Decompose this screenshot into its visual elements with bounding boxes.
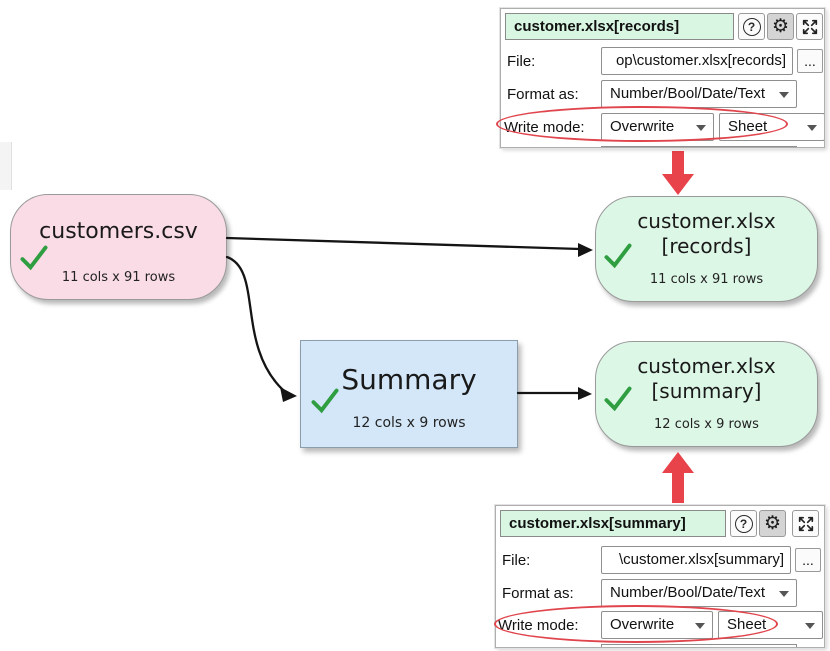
node-stats: 12 cols x 9 rows <box>352 415 466 431</box>
panel-records-output: customer.xlsx[records] ? ⚙ File: op\cust… <box>500 8 825 148</box>
file-label: File: <box>507 53 536 70</box>
write-mode-select[interactable]: Overwrite <box>601 611 713 639</box>
expand-icon <box>798 516 813 531</box>
node-customers-csv[interactable]: customers.csv 11 cols x 91 rows <box>10 194 227 300</box>
expand-button[interactable] <box>792 510 819 537</box>
node-summary-transform[interactable]: Summary 12 cols x 9 rows <box>300 340 518 448</box>
node-stats: 12 cols x 9 rows <box>654 417 759 432</box>
chevron-down-icon <box>779 591 789 597</box>
file-label: File: <box>502 552 531 569</box>
file-input[interactable]: \customer.xlsx[summary] <box>601 546 791 574</box>
help-button[interactable]: ? <box>738 13 765 40</box>
settings-button[interactable]: ⚙ <box>767 13 794 40</box>
help-icon: ? <box>734 514 753 533</box>
chevron-down-icon <box>695 623 705 629</box>
browse-button[interactable]: ... <box>795 548 821 572</box>
help-icon: ? <box>742 17 761 36</box>
node-title: customer.xlsx [summary] <box>637 354 776 403</box>
expand-button[interactable] <box>796 13 823 40</box>
write-mode-select[interactable]: Overwrite <box>601 113 714 141</box>
cropped-next-row <box>601 146 797 147</box>
format-as-select[interactable]: Number/Bool/Date/Text <box>601 80 797 108</box>
check-icon <box>604 243 632 269</box>
chevron-down-icon <box>805 623 815 629</box>
node-stats: 11 cols x 91 rows <box>649 272 764 287</box>
help-button[interactable]: ? <box>730 510 757 537</box>
format-as-label: Format as: <box>502 585 574 602</box>
expand-icon <box>802 19 817 34</box>
window-edge-fragment <box>0 142 12 190</box>
red-arrow-up-icon <box>662 452 694 503</box>
connector-source-to-summary <box>225 255 297 402</box>
write-mode-label: Write mode: <box>504 119 585 136</box>
cropped-next-row <box>601 644 797 647</box>
node-customer-xlsx-summary[interactable]: customer.xlsx [summary] 12 cols x 9 rows <box>595 341 818 447</box>
gear-icon: ⚙ <box>763 513 782 534</box>
write-mode-label: Write mode: <box>498 617 579 634</box>
panel-title: customer.xlsx[records] <box>505 13 734 40</box>
connector-source-to-records <box>225 236 593 257</box>
settings-button[interactable]: ⚙ <box>759 510 786 537</box>
format-as-select[interactable]: Number/Bool/Date/Text <box>601 579 797 607</box>
chevron-down-icon <box>807 125 817 131</box>
write-target-select[interactable]: Sheet <box>718 611 823 639</box>
format-as-label: Format as: <box>507 86 579 103</box>
check-icon <box>311 388 339 414</box>
node-title: customer.xlsx [records] <box>637 209 776 258</box>
panel-summary-output: customer.xlsx[summary] ? ⚙ File: \custom… <box>495 505 825 648</box>
check-icon <box>604 386 632 412</box>
red-arrow-down-icon <box>662 151 694 195</box>
node-customer-xlsx-records[interactable]: customer.xlsx [records] 11 cols x 91 row… <box>595 196 818 302</box>
node-title: Summary <box>341 363 477 396</box>
chevron-down-icon <box>696 125 706 131</box>
gear-icon: ⚙ <box>771 16 790 37</box>
panel-title: customer.xlsx[summary] <box>500 510 726 537</box>
file-input[interactable]: op\customer.xlsx[records] <box>601 47 793 75</box>
write-target-select[interactable]: Sheet <box>719 113 824 141</box>
browse-button[interactable]: ... <box>797 49 823 73</box>
chevron-down-icon <box>779 92 789 98</box>
connector-summary-to-output <box>516 387 592 400</box>
node-title: customers.csv <box>39 219 198 244</box>
node-stats: 11 cols x 91 rows <box>61 270 176 285</box>
check-icon <box>20 245 48 271</box>
